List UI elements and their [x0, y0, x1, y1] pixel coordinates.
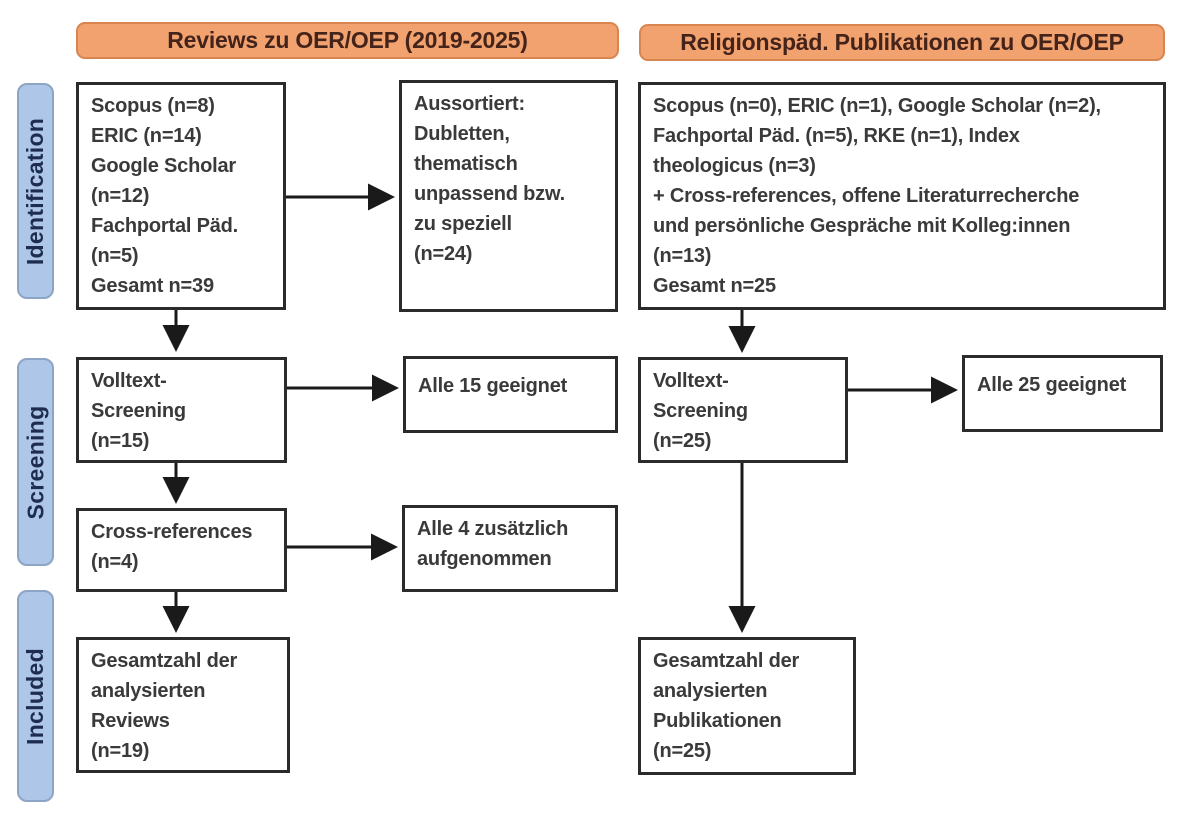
- stage-label-identification: Identification: [17, 83, 54, 299]
- box-left-crossref: Cross-references (n=4): [76, 508, 287, 592]
- box-right-fulltext-result: Alle 25 geeignet: [962, 355, 1163, 432]
- column-header-religionspaed: Religionspäd. Publikationen zu OER/OEP: [639, 24, 1165, 61]
- box-right-included-total: Gesamtzahl der analysierten Publikatione…: [638, 637, 856, 775]
- column-header-reviews: Reviews zu OER/OEP (2019-2025): [76, 22, 619, 59]
- stage-label-screening: Screening: [17, 358, 54, 566]
- box-left-fulltext-screening: Volltext- Screening (n=15): [76, 357, 287, 463]
- box-left-fulltext-result: Alle 15 geeignet: [403, 356, 618, 433]
- box-left-included-total: Gesamtzahl der analysierten Reviews (n=1…: [76, 637, 290, 773]
- box-left-excluded: Aussortiert: Dubletten, thematisch unpas…: [399, 80, 618, 312]
- box-right-sources: Scopus (n=0), ERIC (n=1), Google Scholar…: [638, 82, 1166, 310]
- stage-label-identification-text: Identification: [22, 117, 48, 265]
- stage-label-included: Included: [17, 590, 54, 802]
- box-left-crossref-result: Alle 4 zusätzlich aufgenommen: [402, 505, 618, 592]
- stage-label-included-text: Included: [22, 647, 48, 745]
- stage-label-screening-text: Screening: [22, 405, 48, 519]
- box-left-sources: Scopus (n=8) ERIC (n=14) Google Scholar …: [76, 82, 286, 310]
- box-right-fulltext-screening: Volltext- Screening (n=25): [638, 357, 848, 463]
